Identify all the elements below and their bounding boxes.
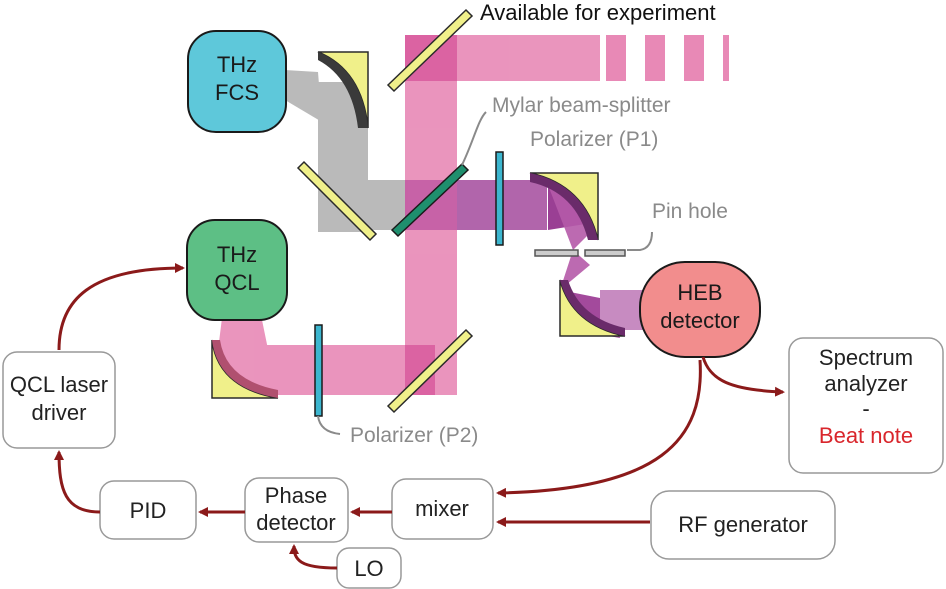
fcs-label-line1: THz <box>217 52 257 77</box>
phase-line1: Phase <box>265 483 327 508</box>
lo-box: LO <box>336 547 402 589</box>
parabolic-mirrors <box>211 51 626 399</box>
rf-generator-box: RF generator <box>650 490 836 560</box>
label-leaders <box>317 111 653 435</box>
beat-note-label: Beat note <box>819 423 913 448</box>
mixer-box: mixer <box>391 478 494 540</box>
pinhole-label: Pin hole <box>652 200 728 223</box>
qcl-label-line1: THz <box>217 242 257 267</box>
flat-mirrors <box>296 8 474 414</box>
fcs-label-line2: FCS <box>215 80 259 105</box>
spectrum-line1: Spectrum <box>819 345 913 370</box>
heb-detector: HEB detector <box>639 261 761 358</box>
rf-label: RF generator <box>678 512 808 537</box>
arrow-pid-to-driver <box>54 450 101 514</box>
driver-line1: QCL laser <box>10 372 108 397</box>
polarizer-p1 <box>495 151 504 246</box>
signal-arrows <box>54 263 785 570</box>
polarizer-p2-label: Polarizer (P2) <box>350 424 478 447</box>
phase-detector-box: Phase detector <box>244 477 349 543</box>
pid-label: PID <box>130 498 167 523</box>
mylar-label: Mylar beam-splitter <box>492 94 671 117</box>
arrow-heb-to-mixer <box>496 359 702 498</box>
arrow-driver-to-qcl <box>57 263 185 351</box>
phase-line2: detector <box>256 510 336 535</box>
driver-line2: driver <box>31 400 86 425</box>
polarizer-p2 <box>314 324 323 417</box>
mylar-beam-splitter <box>390 162 470 238</box>
arrow-lo-to-phase <box>289 544 338 570</box>
thz-qcl-source: THz QCL <box>186 219 288 321</box>
beam-dashes <box>606 35 729 81</box>
spectrum-line2: analyzer <box>824 371 907 396</box>
qcl-laser-driver-box: QCL laser driver <box>2 351 116 449</box>
heb-label-line1: HEB <box>677 280 722 305</box>
pid-box: PID <box>99 480 197 540</box>
pinhole <box>534 249 626 257</box>
polarizer-p1-label: Polarizer (P1) <box>530 128 658 151</box>
lo-label: LO <box>354 556 383 581</box>
thz-fcs-source: THz FCS <box>187 30 287 133</box>
spectrum-analyzer-box: Spectrum analyzer - Beat note <box>788 337 944 474</box>
qcl-label-line2: QCL <box>214 270 259 295</box>
arrow-heb-to-spectrum <box>701 356 785 397</box>
heb-label-line2: detector <box>660 308 740 333</box>
available-label: Available for experiment <box>480 0 716 25</box>
spectrum-line3: - <box>862 396 869 421</box>
mixer-label: mixer <box>415 496 469 521</box>
